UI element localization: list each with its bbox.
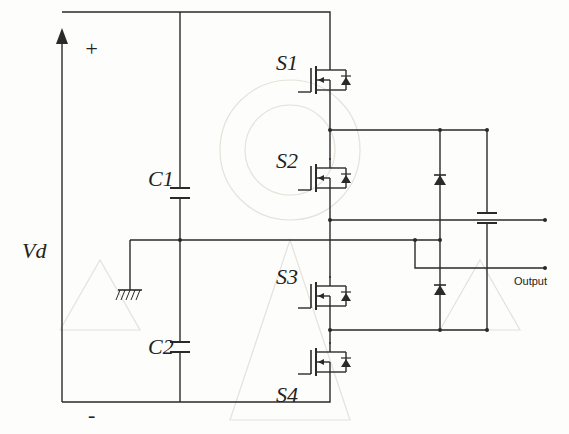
wire [329, 158, 330, 168]
fet-arrow [318, 359, 324, 365]
diode-symbol [434, 175, 446, 185]
wire [170, 197, 190, 199]
wire [330, 187, 346, 188]
watermark-seal [60, 80, 520, 420]
wire [341, 173, 351, 174]
capacitor-label: C2 [148, 336, 174, 358]
wire [330, 371, 346, 372]
wire [341, 291, 351, 292]
junction-dot [438, 328, 442, 332]
terminal-label: Output [514, 276, 547, 287]
wire [121, 290, 125, 300]
wire [316, 187, 330, 188]
wire [330, 89, 346, 90]
junction-dot [328, 328, 332, 332]
voltage-label: Vd [22, 240, 46, 262]
arrow-head [56, 28, 68, 44]
switch-label: S2 [276, 150, 298, 172]
wire [316, 89, 330, 90]
fet-arrow [318, 175, 324, 181]
wire [316, 371, 330, 372]
wire [329, 342, 330, 352]
junction-dot [485, 328, 489, 332]
wire [329, 188, 330, 198]
wire [315, 282, 317, 310]
wire [330, 351, 346, 352]
wire [316, 351, 330, 352]
wire [329, 296, 330, 306]
wires [62, 12, 545, 402]
polarity-sign: - [88, 404, 95, 426]
junction-dot [413, 238, 417, 242]
fet-arrow [318, 77, 324, 83]
wire [434, 284, 446, 286]
body-diode [341, 77, 351, 85]
wire [330, 285, 346, 286]
wire [329, 90, 330, 100]
wire [310, 350, 312, 374]
body-diode [341, 175, 351, 183]
terminal [543, 266, 547, 270]
terminal [543, 218, 547, 222]
wire [329, 80, 330, 90]
switch-label: S4 [276, 384, 298, 406]
wire [298, 189, 311, 190]
wire [316, 285, 330, 286]
wire [131, 290, 135, 300]
wire [329, 276, 330, 286]
junction-dot [178, 238, 182, 242]
wire [316, 305, 330, 306]
wire [330, 69, 346, 70]
wire [329, 60, 330, 70]
switch-label: S1 [276, 52, 298, 74]
wire [116, 290, 120, 300]
wire [330, 305, 346, 306]
body-diode [341, 359, 351, 367]
body-diode [341, 293, 351, 301]
wire [341, 75, 351, 76]
junction-dot [485, 128, 489, 132]
wire [316, 167, 330, 168]
wire [330, 167, 346, 168]
wire [315, 164, 317, 192]
junction-dot [328, 128, 332, 132]
wire [315, 348, 317, 376]
wire [310, 166, 312, 190]
wire [477, 212, 497, 214]
wire [329, 306, 330, 316]
wire [341, 357, 351, 358]
wire [298, 307, 311, 308]
diode-symbol [434, 285, 446, 295]
symbols [56, 28, 547, 382]
capacitor-label: C1 [148, 168, 174, 190]
wire [329, 178, 330, 188]
wire [477, 222, 497, 224]
wire [316, 69, 330, 70]
wire [315, 66, 317, 94]
wire [298, 91, 311, 92]
wire [126, 290, 130, 300]
junction-dot [438, 128, 442, 132]
wire [434, 174, 446, 176]
wire [298, 373, 311, 374]
wire [329, 362, 330, 372]
wire [310, 284, 312, 308]
wire [136, 290, 140, 300]
fet-arrow [318, 293, 324, 299]
junction-dot [438, 238, 442, 242]
polarity-sign: + [84, 38, 99, 60]
wire [310, 68, 312, 92]
junction-dot [328, 218, 332, 222]
wire [329, 372, 330, 382]
switch-label: S3 [276, 266, 298, 288]
